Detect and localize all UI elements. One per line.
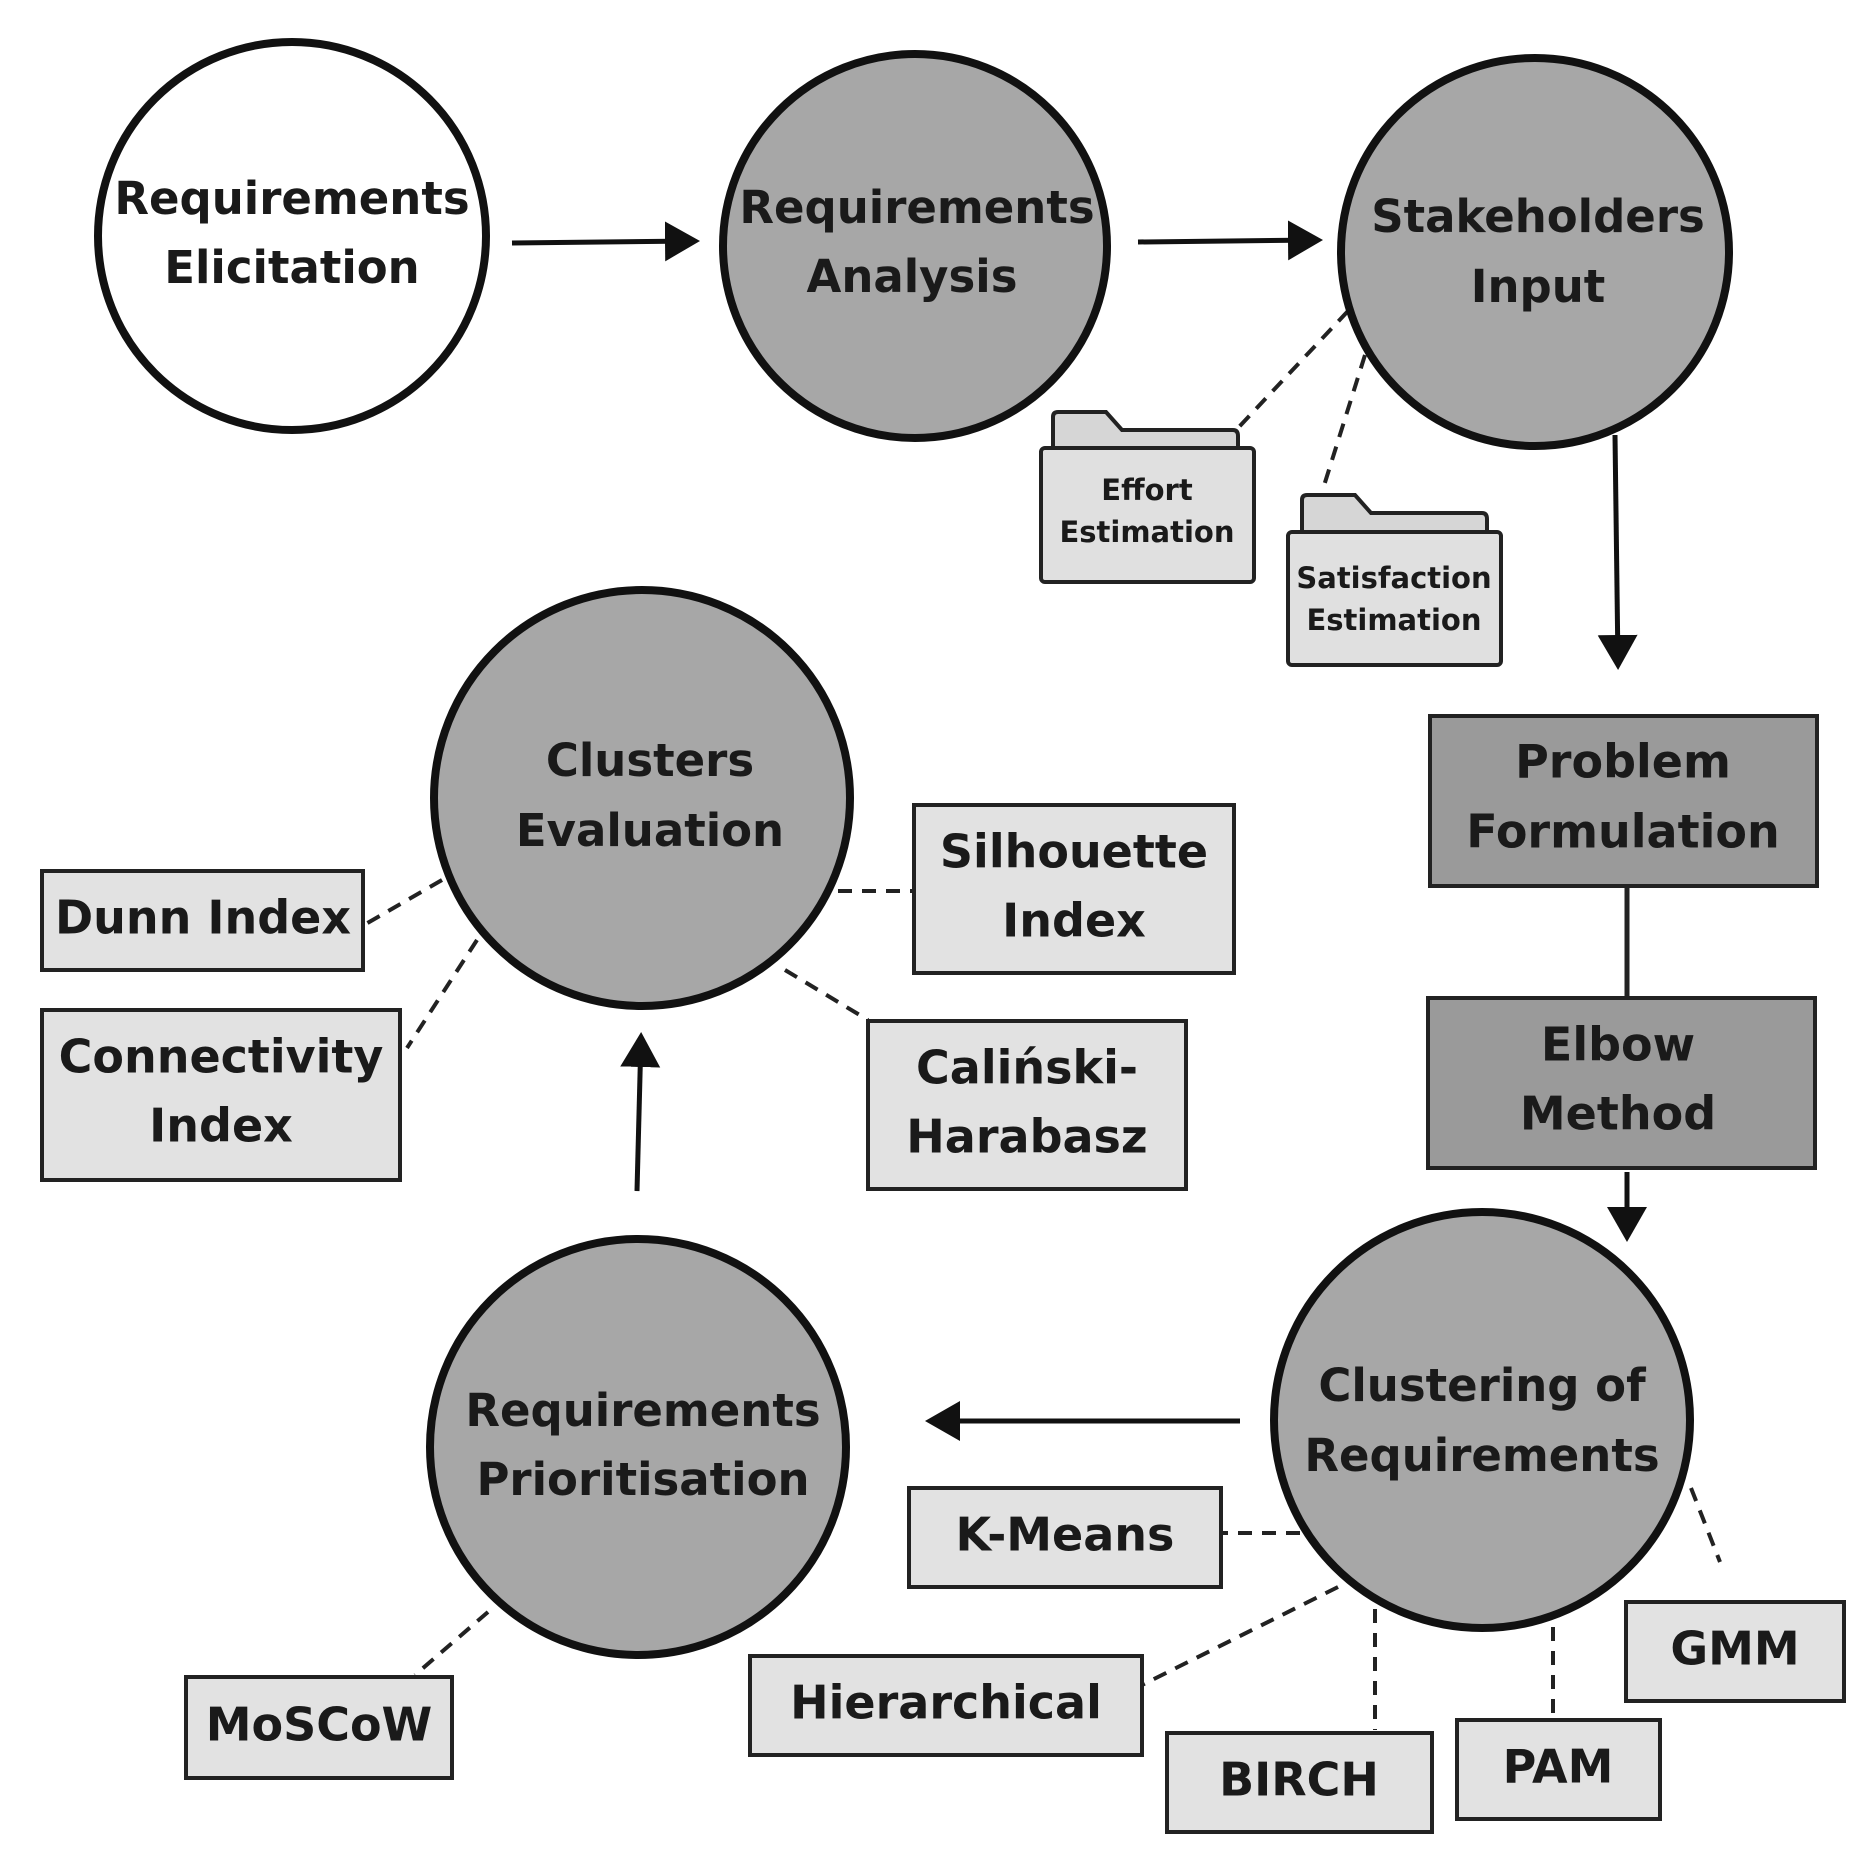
calinski-line-1: Caliński- xyxy=(916,1041,1138,1095)
elicitation-line-2: Elicitation xyxy=(164,241,419,294)
folder-effort-estimation: Effort Estimation xyxy=(1039,410,1256,584)
elbow-line-1: Elbow xyxy=(1541,1018,1695,1072)
satisfaction-line-2: Estimation xyxy=(1306,603,1481,637)
problem-line-2: Formulation xyxy=(1466,805,1779,859)
dash-clustering-gmm xyxy=(1689,1487,1722,1563)
box-moscow: MoSCoW xyxy=(184,1675,454,1780)
dash-evaluation-dunn xyxy=(363,878,443,927)
elicitation-line-1: Requirements xyxy=(114,172,469,225)
dash-prioritisation-moscow xyxy=(413,1610,490,1677)
prioritisation-line-2: Prioritisation xyxy=(476,1453,809,1506)
box-gmm: GMM xyxy=(1624,1600,1846,1703)
prioritisation-line-1: Requirements xyxy=(465,1384,820,1437)
node-clusters-evaluation: Clusters Evaluation xyxy=(430,586,854,1010)
folder-icon xyxy=(1039,410,1256,584)
arrow-prioritisation-to-evaluation xyxy=(620,1032,661,1192)
moscow-label: MoSCoW xyxy=(206,1698,433,1752)
clustering-line-1: Clustering of xyxy=(1318,1359,1646,1412)
box-pam: PAM xyxy=(1455,1718,1662,1821)
dash-evaluation-calinski xyxy=(783,968,870,1022)
node-requirements-analysis: Requirements Analysis xyxy=(719,50,1111,442)
dash-evaluation-connectivity xyxy=(405,938,479,1050)
box-elbow-method: Elbow Method xyxy=(1426,996,1817,1170)
dunn-label: Dunn Index xyxy=(55,891,351,945)
box-calinski-harabasz: Caliński- Harabasz xyxy=(866,1019,1188,1191)
box-hierarchical: Hierarchical xyxy=(748,1654,1144,1757)
kmeans-label: K-Means xyxy=(956,1508,1175,1562)
silhouette-line-2: Index xyxy=(1002,894,1146,948)
box-dunn-index: Dunn Index xyxy=(40,869,365,972)
arrow-analysis-to-stakeholders xyxy=(1137,220,1323,261)
satisfaction-line-1: Satisfaction xyxy=(1296,561,1491,595)
node-requirements-prioritisation: Requirements Prioritisation xyxy=(426,1235,850,1659)
stakeholders-line-2: Input xyxy=(1471,260,1606,313)
dash-clustering-hierarchical xyxy=(1141,1585,1339,1687)
elbow-line-2: Method xyxy=(1520,1087,1716,1141)
node-stakeholders-input: Stakeholders Input xyxy=(1337,54,1733,450)
dash-stakeholders-satisfaction xyxy=(1320,354,1367,493)
pam-label: PAM xyxy=(1503,1740,1614,1794)
evaluation-line-1: Clusters xyxy=(546,734,754,787)
box-birch: BIRCH xyxy=(1165,1731,1434,1834)
evaluation-line-2: Evaluation xyxy=(516,804,784,857)
analysis-line-1: Requirements xyxy=(739,181,1094,234)
box-connectivity-index: Connectivity Index xyxy=(40,1008,402,1182)
effort-line-1: Effort xyxy=(1101,473,1193,507)
hierarchical-label: Hierarchical xyxy=(790,1676,1102,1730)
effort-line-2: Estimation xyxy=(1059,515,1234,549)
node-requirements-elicitation: Requirements Elicitation xyxy=(94,38,490,434)
folder-satisfaction-estimation: Satisfaction Estimation xyxy=(1286,493,1503,667)
stakeholders-line-1: Stakeholders xyxy=(1371,190,1705,243)
arrow-elicitation-to-analysis xyxy=(511,221,700,262)
connectivity-line-2: Index xyxy=(149,1099,293,1153)
dash-stakeholders-effort xyxy=(1236,309,1350,430)
silhouette-line-1: Silhouette xyxy=(940,825,1208,879)
analysis-line-2: Analysis xyxy=(807,250,1018,303)
connectors xyxy=(363,220,1722,1730)
birch-label: BIRCH xyxy=(1219,1753,1379,1807)
box-k-means: K-Means xyxy=(907,1486,1223,1589)
clustering-line-2: Requirements xyxy=(1304,1429,1659,1482)
connectivity-line-1: Connectivity xyxy=(59,1030,384,1084)
box-problem-formulation: Problem Formulation xyxy=(1428,714,1819,888)
box-silhouette-index: Silhouette Index xyxy=(912,803,1236,975)
gmm-label: GMM xyxy=(1670,1622,1799,1676)
folder-icon xyxy=(1286,493,1503,667)
node-clustering-of-requirements: Clustering of Requirements xyxy=(1270,1208,1694,1632)
problem-line-1: Problem xyxy=(1515,735,1731,789)
calinski-line-2: Harabasz xyxy=(906,1110,1147,1164)
arrow-stakeholders-to-problem xyxy=(1597,434,1638,670)
